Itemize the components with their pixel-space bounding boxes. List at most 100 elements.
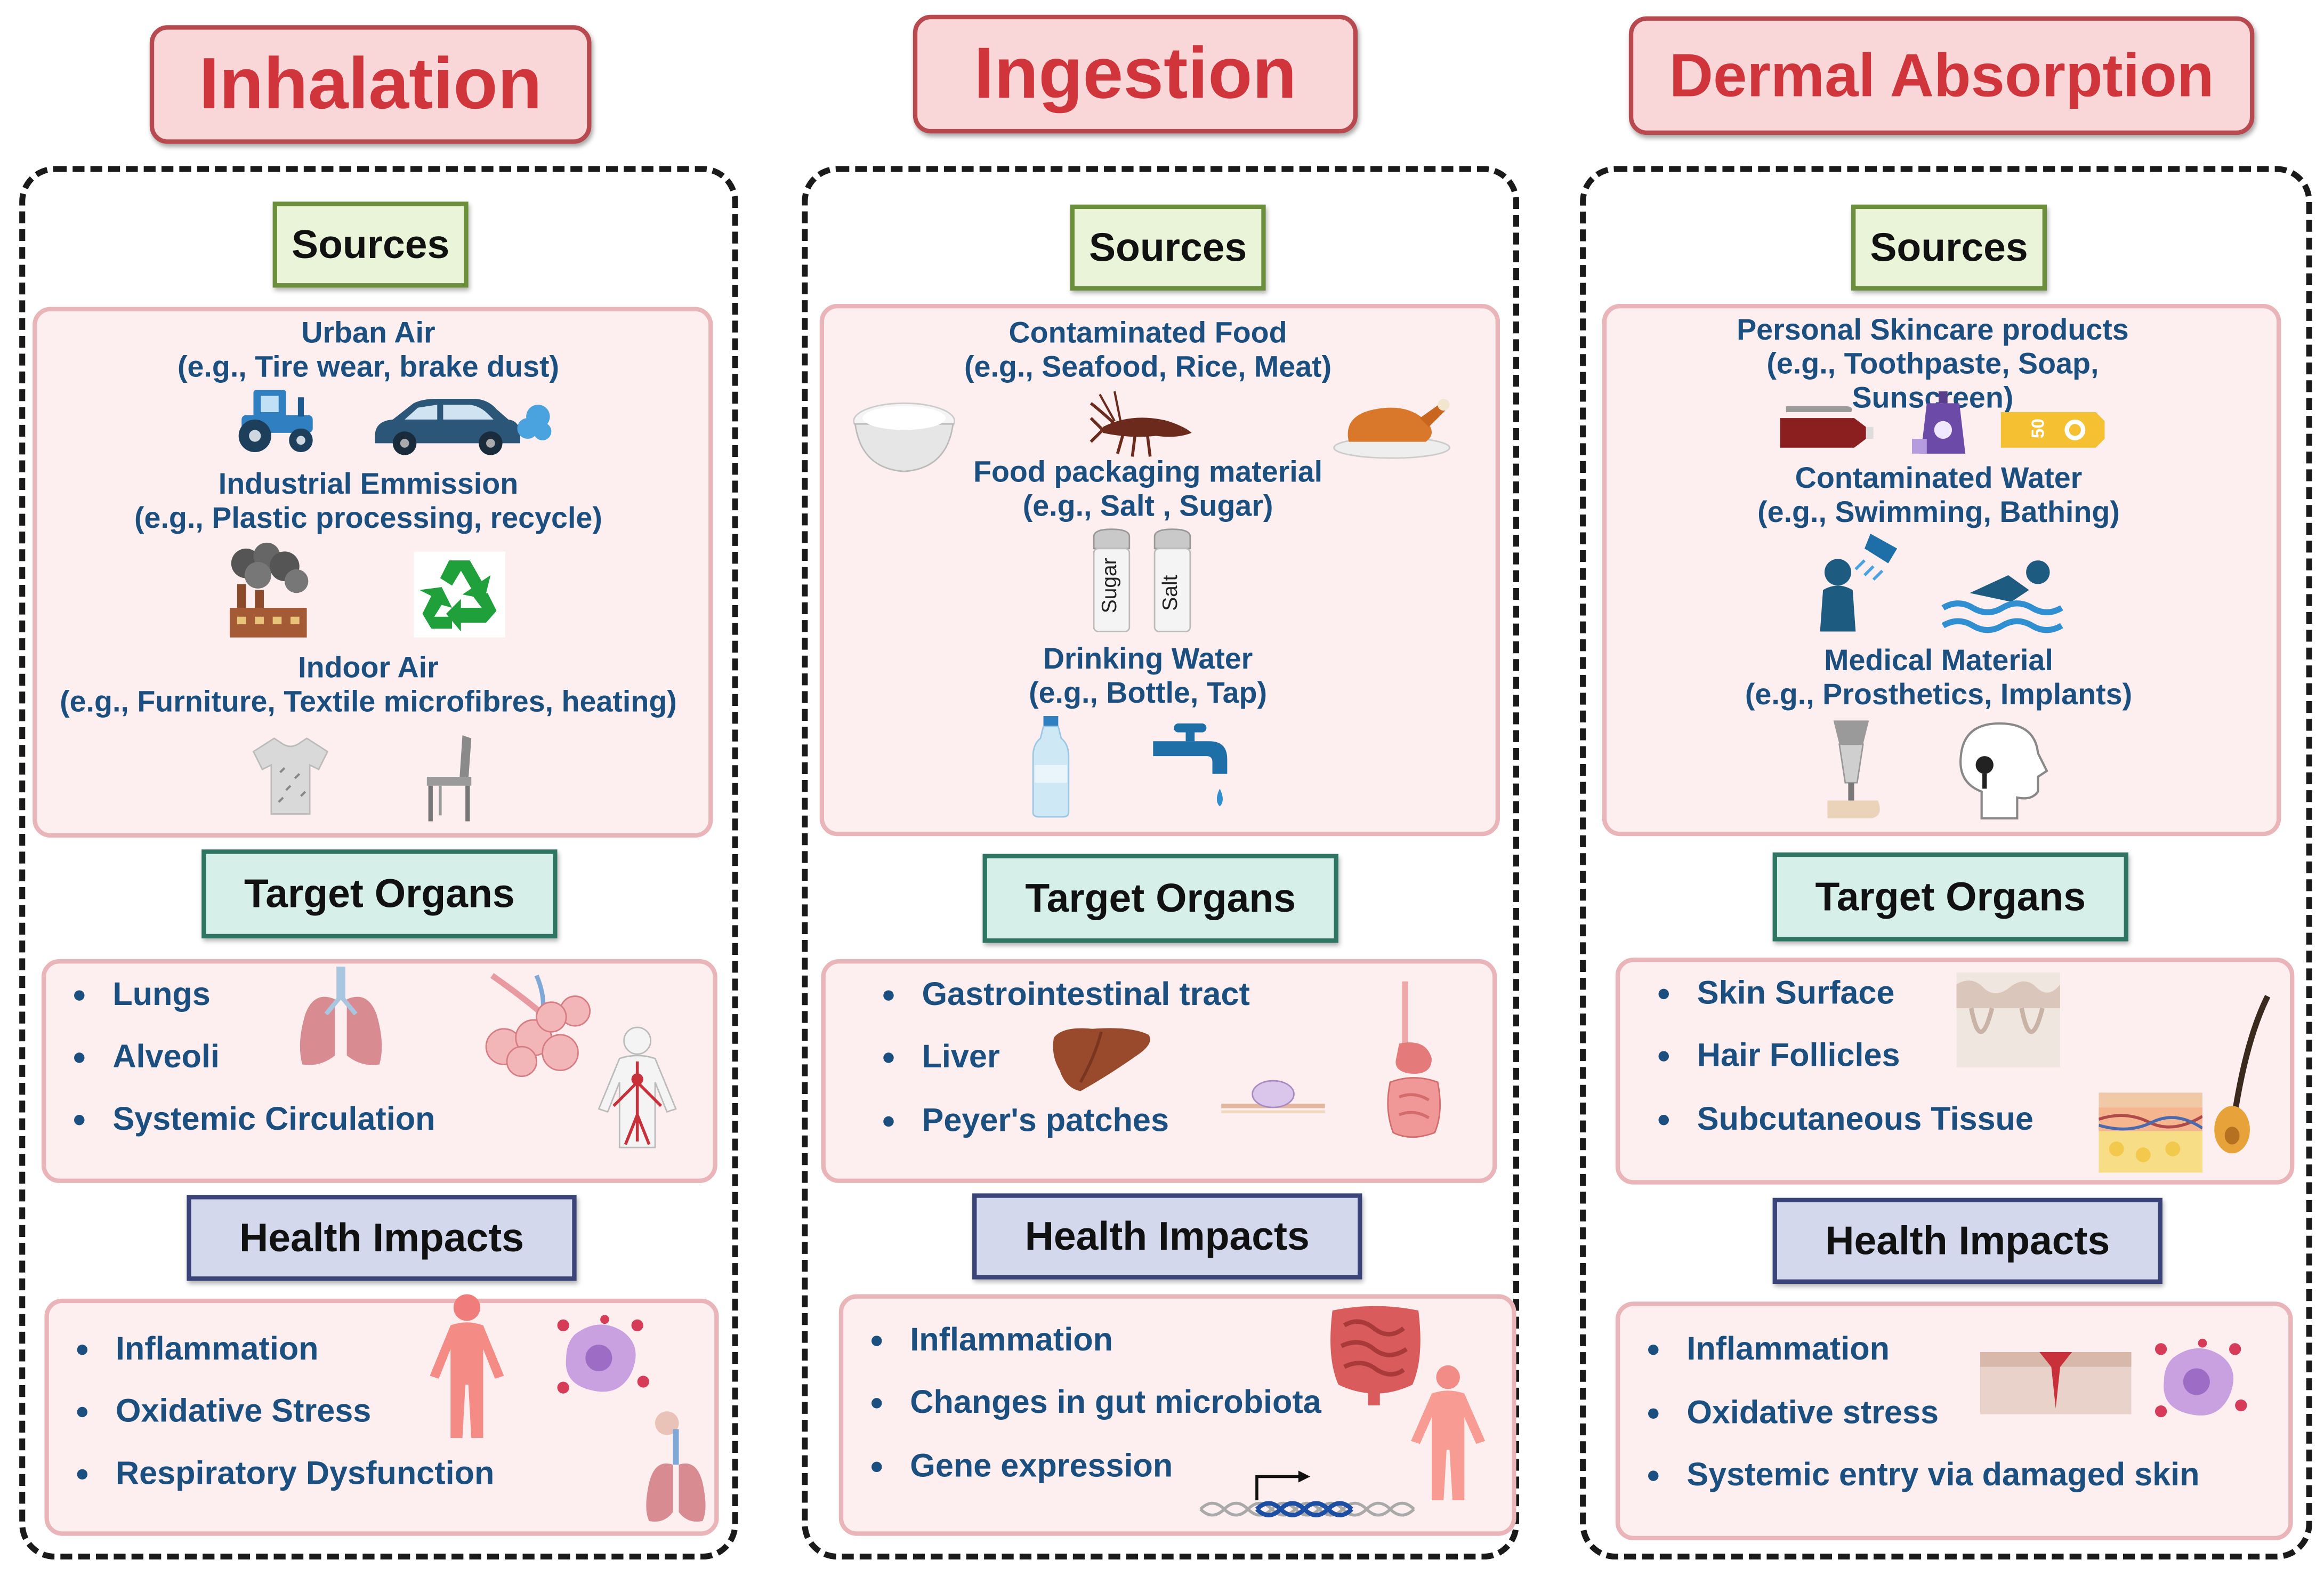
indoor-air-label: Indoor Air (e.g., Furniture, Textile mic… <box>33 652 704 720</box>
dna-gene-expression-icon <box>1199 1470 1415 1517</box>
dermal-impacts-panel <box>1615 1301 2293 1541</box>
organ-item-peyers-patches: Peyer's patches <box>883 1098 1169 1143</box>
medical-material-name: Medical Material <box>1824 645 2053 678</box>
ingestion-health-impacts-header: Health Impacts <box>972 1193 1362 1280</box>
skincare-products-name: Personal Skincare products <box>1737 314 2129 347</box>
respiratory-system-icon <box>646 1411 706 1522</box>
sugar-shaker-icon <box>1093 528 1131 632</box>
water-tap-icon <box>1153 723 1228 807</box>
inhalation-sources-panel <box>33 307 713 838</box>
contaminated-water-example: (e.g., Swimming, Bathing) <box>1757 496 2120 529</box>
contaminated-water-label: Contaminated Water (e.g., Swimming, Bath… <box>1604 463 2274 531</box>
route-title-dermal-absorption: Dermal Absorption <box>1628 16 2255 135</box>
swimming-icon <box>1941 560 2063 633</box>
drinking-water-example: (e.g., Bottle, Tap) <box>1029 677 1268 710</box>
contaminated-food-example: (e.g., Seafood, Rice, Meat) <box>964 351 1332 384</box>
organ-item-gastrointestinal-tract: Gastrointestinal tract <box>883 972 1250 1017</box>
human-body-icon <box>1411 1365 1486 1500</box>
lungs-icon <box>300 966 382 1065</box>
urban-air-label: Urban Air (e.g., Tire wear, brake dust) <box>33 317 704 385</box>
food-packaging-name: Food packaging material <box>973 456 1323 489</box>
water-bottle-icon <box>1032 716 1070 818</box>
chair-icon <box>426 735 472 822</box>
inhalation-target-organs-header: Target Organs <box>201 849 558 939</box>
impact-item-respiratory-dysfunction: Respiratory Dysfunction <box>77 1451 494 1495</box>
roast-chicken-icon <box>1333 398 1450 459</box>
inhalation-sources-header: Sources <box>272 202 469 288</box>
organ-item-systemic-circulation: Systemic Circulation <box>74 1097 435 1141</box>
inflamed-human-body-icon <box>430 1294 504 1438</box>
impact-item-oxidative-stress-dermal: Oxidative stress <box>1648 1390 1939 1435</box>
prosthetic-leg-icon <box>1827 720 1880 818</box>
subcutaneous-tissue-icon <box>2099 1092 2202 1173</box>
organ-item-lungs: Lungs <box>74 972 211 1017</box>
medical-material-label: Medical Material (e.g., Prosthetics, Imp… <box>1604 645 2274 713</box>
contaminated-food-name: Contaminated Food <box>1008 317 1287 350</box>
industrial-emission-example: (e.g., Plastic processing, recycle) <box>134 502 602 535</box>
organ-item-skin-surface: Skin Surface <box>1658 971 1894 1015</box>
cochlear-implant-head-icon <box>1959 722 2048 819</box>
food-packaging-label: Food packaging material (e.g., Salt , Su… <box>812 456 1484 525</box>
drinking-water-label: Drinking Water (e.g., Bottle, Tap) <box>812 644 1484 712</box>
wounded-skin-icon <box>1980 1352 2132 1414</box>
dermal-health-impacts-header: Health Impacts <box>1772 1197 2162 1284</box>
ingestion-column-frame <box>802 166 1520 1560</box>
contaminated-water-name: Contaminated Water <box>1795 462 2083 495</box>
rice-bowl-icon <box>853 402 956 472</box>
indoor-air-example: (e.g., Furniture, Textile microfibres, h… <box>60 686 677 719</box>
impact-item-inflammation-dermal: Inflammation <box>1648 1327 1890 1371</box>
ingestion-sources-header: Sources <box>1070 204 1266 291</box>
sugar-label: Sugar <box>1096 558 1121 614</box>
recycle-icon <box>413 551 506 638</box>
organ-item-hair-follicles: Hair Follicles <box>1658 1033 1900 1078</box>
skin-surface-icon <box>1956 972 2061 1068</box>
industrial-emission-name: Industrial Emmission <box>218 468 519 501</box>
impact-item-oxidative-stress: Oxidative Stress <box>77 1389 372 1433</box>
shower-icon <box>1820 534 1898 632</box>
industrial-emission-label: Industrial Emmission (e.g., Plastic proc… <box>33 469 704 537</box>
liver-icon <box>1053 1028 1150 1091</box>
organ-item-subcutaneous-tissue: Subcutaneous Tissue <box>1658 1097 2034 1141</box>
skincare-products-example: (e.g., Toothpaste, Soap, <box>1766 348 2099 381</box>
car-exhaust-icon <box>375 398 552 455</box>
impact-item-gut-microbiota: Changes in gut microbiota <box>871 1380 1321 1425</box>
contaminated-food-label: Contaminated Food (e.g., Seafood, Rice, … <box>812 317 1484 385</box>
route-title-inhalation: Inhalation <box>149 25 592 144</box>
impact-item-gene-expression: Gene expression <box>871 1444 1173 1488</box>
soap-bottle-icon <box>1911 391 1966 454</box>
salt-label: Salt <box>1157 575 1182 611</box>
factory-smoke-icon <box>229 542 309 638</box>
ingestion-target-organs-header: Target Organs <box>982 854 1338 943</box>
impact-item-inflammation: Inflammation <box>77 1327 319 1371</box>
inflamed-intestine-icon <box>1330 1306 1421 1406</box>
medical-material-example: (e.g., Prosthetics, Implants) <box>1745 679 2133 712</box>
organ-item-alveoli: Alveoli <box>74 1035 220 1079</box>
salt-shaker-icon <box>1153 528 1191 632</box>
indoor-air-name: Indoor Air <box>298 652 439 685</box>
impact-item-systemic-entry: Systemic entry via damaged skin <box>1648 1453 2200 1497</box>
lobster-icon <box>1090 391 1192 457</box>
inhalation-organs-panel <box>41 959 717 1183</box>
inhalation-health-impacts-header: Health Impacts <box>187 1195 577 1281</box>
impact-item-inflammation-ingestion: Inflammation <box>871 1318 1113 1362</box>
inhalation-column-frame <box>19 166 738 1560</box>
damaged-cell-icon <box>2154 1338 2247 1418</box>
digestive-system-icon <box>1387 981 1441 1138</box>
ingestion-organs-panel <box>821 959 1497 1183</box>
toothpaste-icon <box>1780 406 1874 448</box>
sunscreen-spf-label: 50 <box>2027 419 2048 439</box>
alveoli-icon <box>485 973 591 1078</box>
urban-air-example: (e.g., Tire wear, brake dust) <box>177 351 559 384</box>
hair-follicle-icon <box>2214 995 2271 1154</box>
tractor-icon <box>238 390 313 453</box>
peyers-patch-icon <box>1221 1080 1325 1114</box>
food-packaging-example: (e.g., Salt , Sugar) <box>1022 491 1273 524</box>
t-shirt-icon <box>252 737 329 815</box>
dermal-target-organs-header: Target Organs <box>1772 852 2128 942</box>
organ-item-liver: Liver <box>883 1035 1000 1079</box>
drinking-water-name: Drinking Water <box>1043 643 1253 676</box>
damaged-cell-icon <box>557 1315 649 1394</box>
dermal-sources-header: Sources <box>1851 204 2047 291</box>
dermal-column-frame <box>1580 166 2312 1560</box>
